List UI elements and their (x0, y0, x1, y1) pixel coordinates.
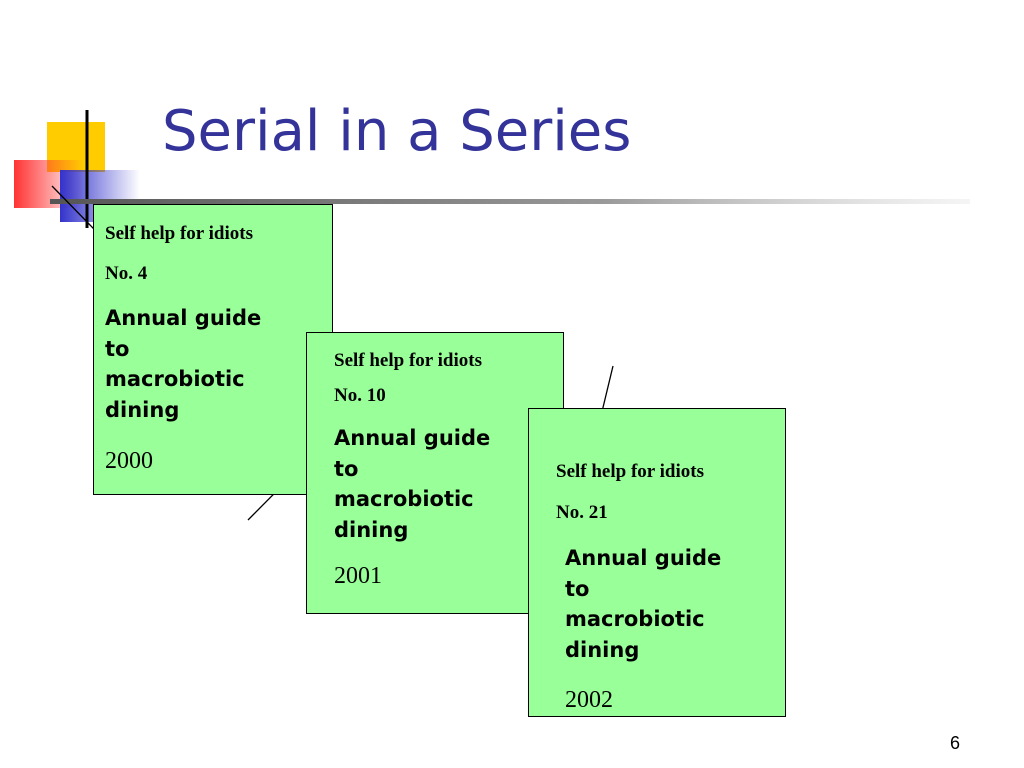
card-title: Annual guide to macrobiotic dining (565, 546, 722, 662)
card-series-name: Self help for idiots (556, 461, 704, 482)
card-year: 2002 (565, 687, 613, 713)
card-year: 2001 (334, 563, 382, 589)
card-series-name: Self help for idiots (105, 223, 253, 244)
card-2002: Self help for idiots No. 21 Annual guide… (528, 408, 786, 717)
title-underline (50, 199, 970, 204)
card-series-number: No. 4 (105, 263, 148, 284)
card-2000: Self help for idiots No. 4 Annual guide … (93, 204, 333, 495)
slide-title: Serial in a Series (162, 99, 632, 164)
card-2001: Self help for idiots No. 10 Annual guide… (306, 332, 564, 614)
card-series-number: No. 21 (556, 502, 608, 523)
card-series-name: Self help for idiots (334, 350, 482, 371)
card-title: Annual guide to macrobiotic dining (334, 426, 491, 542)
card-year: 2000 (105, 448, 153, 474)
card-series-number: No. 10 (334, 385, 386, 406)
card-title: Annual guide to macrobiotic dining (105, 306, 262, 422)
page-number: 6 (950, 733, 961, 753)
